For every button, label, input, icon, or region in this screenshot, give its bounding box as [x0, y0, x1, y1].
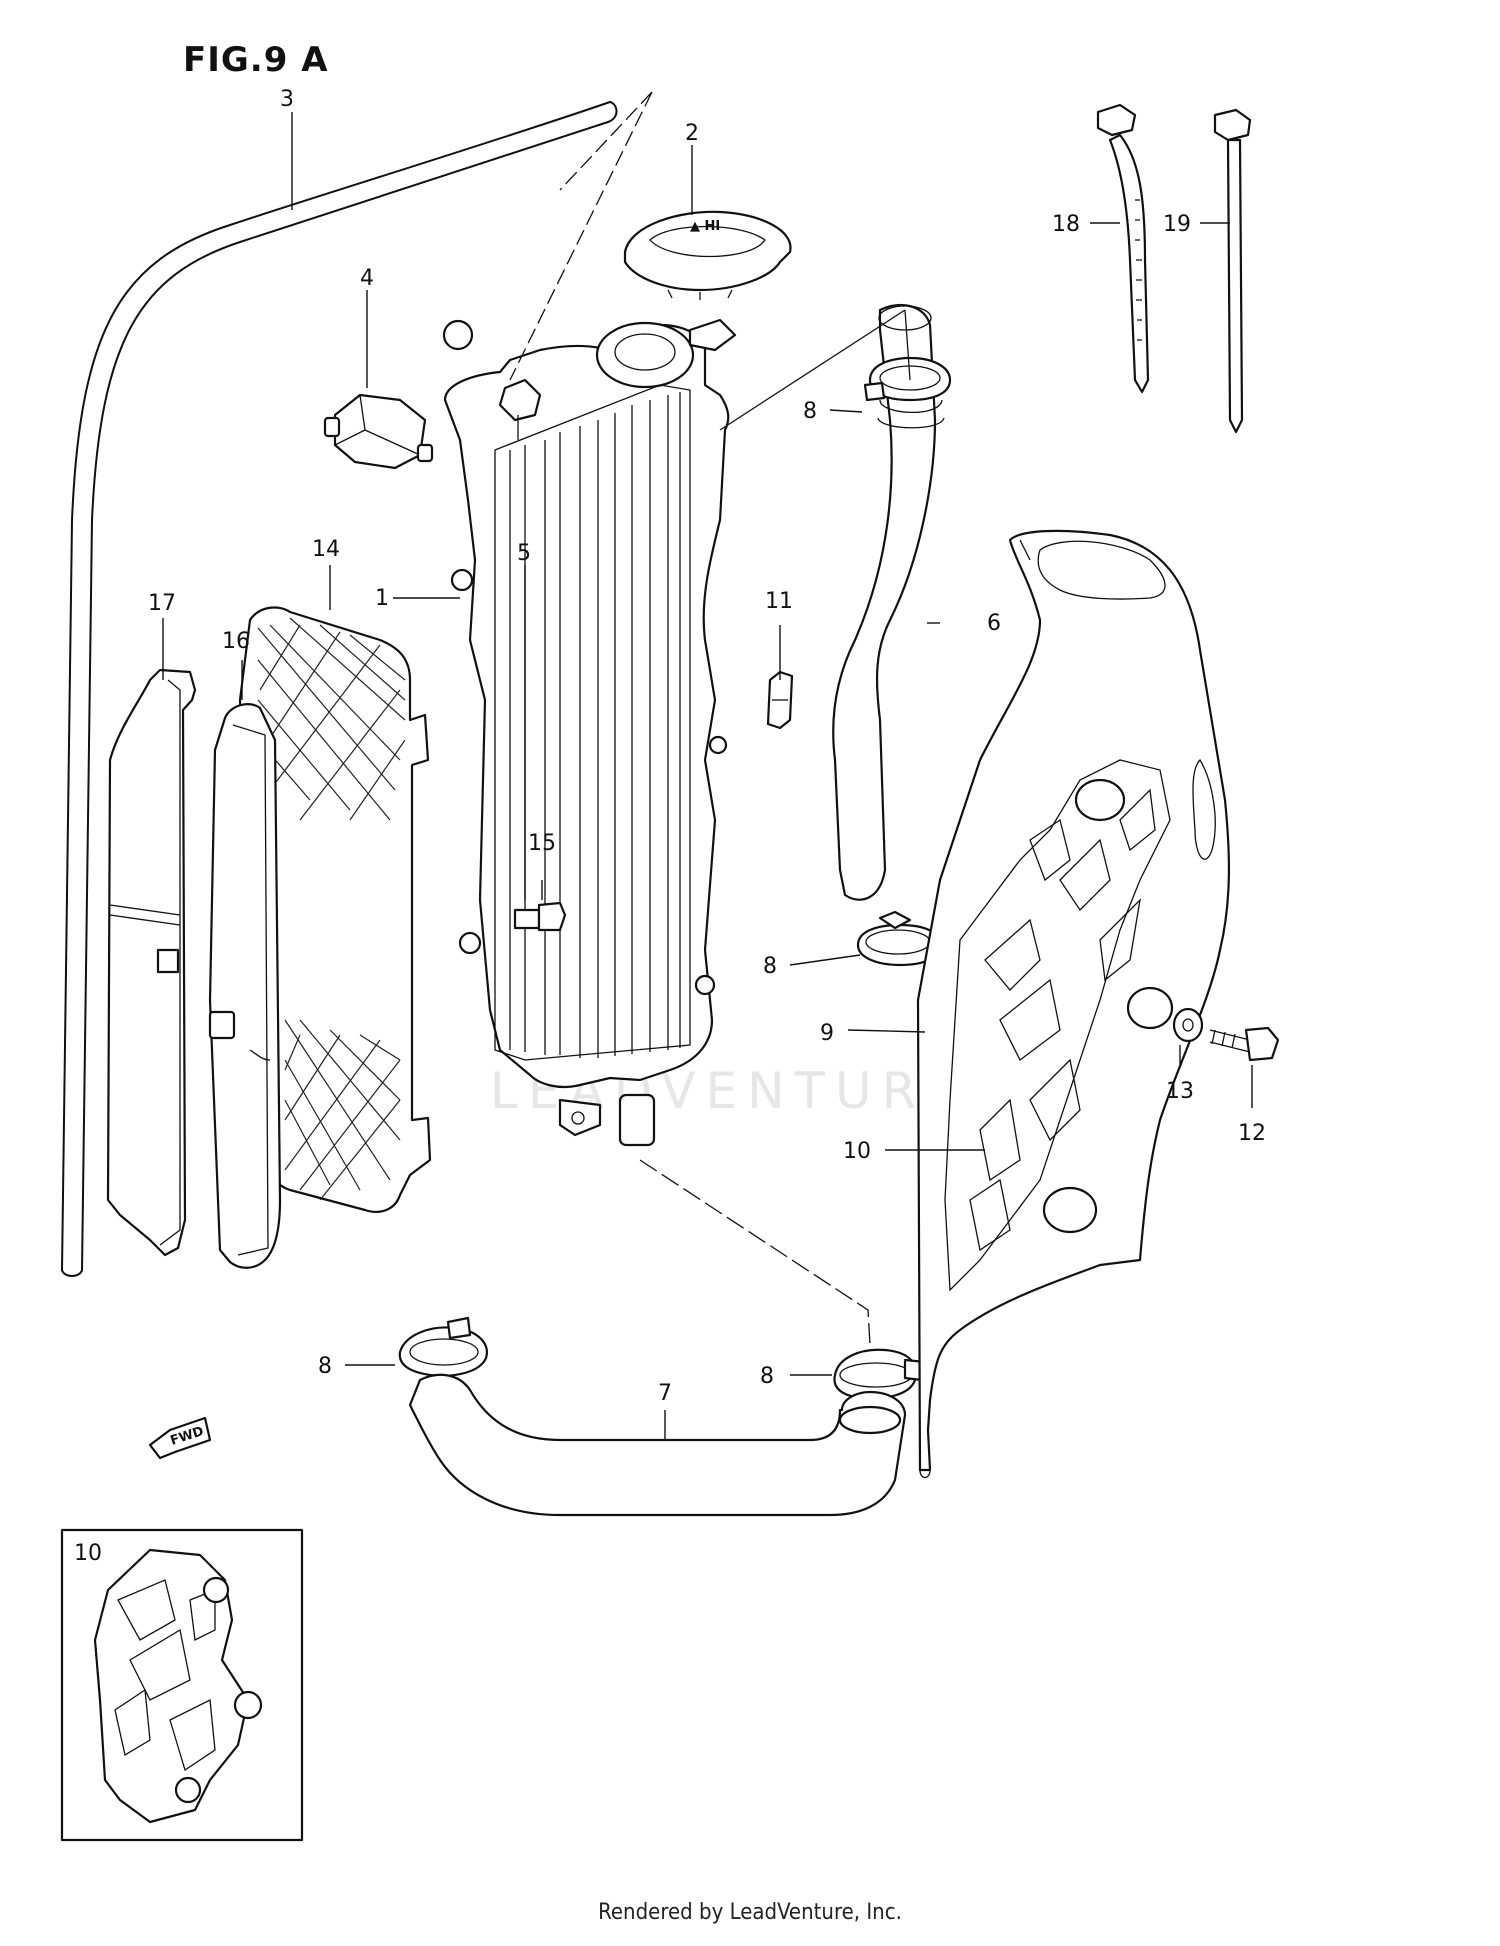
callout-8-left: 8: [318, 1354, 332, 1379]
callout-4: 4: [360, 266, 374, 291]
svg-text:▲ HI: ▲ HI: [690, 219, 720, 234]
part-9-shroud: [916, 529, 1231, 1479]
callout-2: 2: [685, 121, 699, 146]
part-16-side-panel: [208, 703, 282, 1269]
callout-9: 9: [820, 1021, 834, 1046]
part-8-clamp-right: [833, 1348, 927, 1400]
callout-17: 17: [148, 591, 176, 616]
callout-6: 6: [987, 611, 1001, 636]
part-5-bolt: [498, 378, 542, 440]
callout-8-upper: 8: [803, 399, 817, 424]
callout-19: 19: [1163, 212, 1191, 237]
callout-7: 7: [658, 1381, 672, 1406]
part-13-washer: [1172, 1007, 1204, 1043]
callout-10: 10: [843, 1139, 871, 1164]
callout-16: 16: [222, 629, 250, 654]
fwd-arrow: FWD: [148, 1416, 212, 1460]
callout-3: 3: [280, 87, 294, 112]
part-6-upper-hose: [832, 303, 937, 901]
part-4-mount-bushing: [323, 393, 434, 470]
figure-title: FIG.9 A: [183, 40, 329, 80]
callout-11: 11: [765, 589, 793, 614]
inset-box: 10: [60, 1528, 304, 1842]
callout-5: 5: [517, 541, 531, 566]
part-18-cable-tie: [1096, 103, 1150, 394]
part-1-radiator: [442, 318, 737, 1147]
part-10-decal: [944, 759, 1171, 1292]
part-2-radiator-cap: ▲ HI: [623, 210, 792, 300]
part-3-tube: [61, 101, 618, 1277]
part-8-clamp-left: [398, 1316, 488, 1377]
callout-1: 1: [375, 586, 389, 611]
part-7-lower-hose: [408, 1373, 907, 1517]
connection-lines: [509, 91, 911, 1346]
part-11-clip: [766, 670, 794, 730]
part-12-bolt: [1209, 1026, 1280, 1062]
callout-15: 15: [528, 831, 556, 856]
callout-18: 18: [1052, 212, 1080, 237]
callout-8-mid: 8: [763, 954, 777, 979]
part-17-cover-plate: [106, 668, 197, 1257]
callout-13: 13: [1166, 1079, 1194, 1104]
part-19-cable-tie: [1213, 108, 1252, 434]
footer-credit: Rendered by LeadVenture, Inc.: [598, 1900, 902, 1925]
callout-8-right: 8: [760, 1364, 774, 1389]
part-15-bolt: [513, 901, 567, 932]
callout-14: 14: [312, 537, 340, 562]
inset-label: 10: [74, 1541, 102, 1566]
callout-leaders: [162, 112, 1253, 1440]
callout-12: 12: [1238, 1121, 1266, 1146]
